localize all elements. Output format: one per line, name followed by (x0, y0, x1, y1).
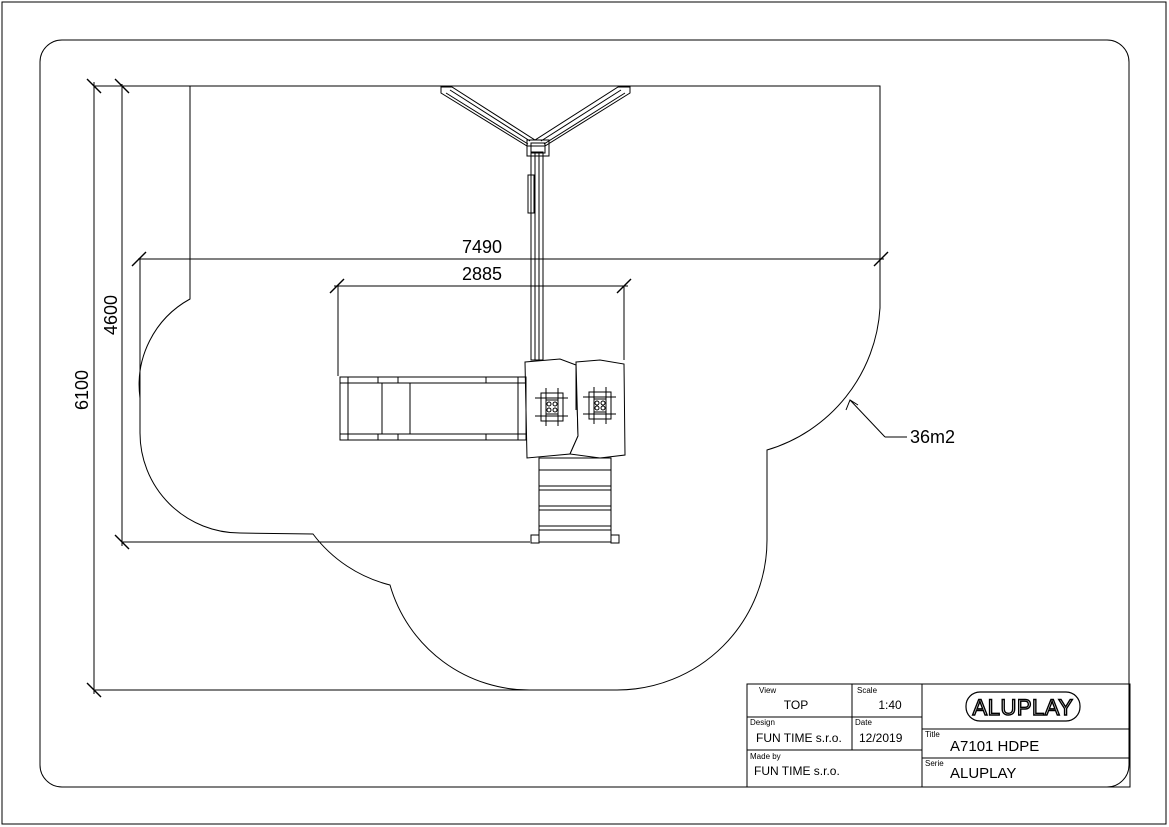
title-label: Title (925, 730, 940, 739)
dimension-platform-width (329, 278, 632, 376)
sheet-inner-frame (39, 39, 1130, 788)
date-value: 12/2019 (859, 731, 903, 745)
window-right (583, 387, 616, 424)
logo-text: ALUPLAY (973, 695, 1074, 720)
design-value: FUN TIME s.r.o. (756, 731, 842, 745)
platform-tower (524, 358, 626, 459)
dimension-overall-depth (86, 78, 532, 698)
title-value: A7101 HDPE (950, 738, 1039, 755)
dimension-overall-width (131, 251, 889, 430)
slide (339, 376, 527, 441)
view-value: TOP (784, 698, 808, 712)
safety-area-outline (138, 85, 881, 691)
aluplay-logo: ALUPLAY (965, 691, 1081, 722)
view-label: View (759, 686, 776, 695)
ladder (530, 457, 620, 544)
scale-value: 1:40 (878, 698, 902, 712)
vertical-beam (527, 151, 544, 361)
area-label: 36m2 (910, 427, 955, 447)
made-by-value: FUN TIME s.r.o. (754, 764, 840, 778)
title-block (746, 683, 1131, 788)
dimension-label-platform-width: 2885 (462, 264, 502, 284)
dimension-label-overall-depth: 6100 (72, 370, 92, 410)
made-by-label: Made by (750, 752, 781, 761)
window-left (535, 388, 568, 426)
dimension-inner-depth (114, 78, 530, 550)
date-label: Date (855, 718, 872, 727)
dimension-label-inner-depth: 4600 (101, 295, 121, 335)
serie-value: ALUPLAY (950, 765, 1016, 782)
beam-arms (440, 86, 631, 157)
scale-label: Scale (857, 686, 878, 695)
area-leader (845, 399, 907, 438)
serie-label: Serie (925, 759, 944, 768)
dimension-label-overall-width: 7490 (462, 237, 502, 257)
design-label: Design (750, 718, 775, 727)
